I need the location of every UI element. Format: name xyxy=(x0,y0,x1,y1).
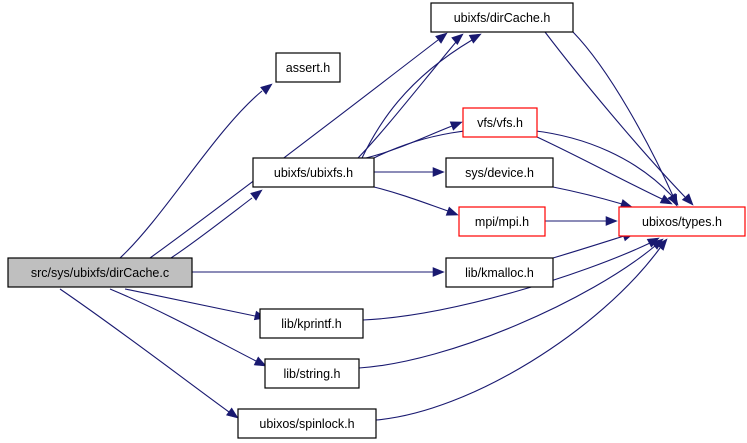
edge-ubixfs_h-to-sys_device_h xyxy=(374,167,445,177)
node-string_h[interactable]: lib/string.h xyxy=(264,358,360,389)
node-sys_device_h[interactable]: sys/device.h xyxy=(445,157,554,188)
edge-string_h-to-types_h xyxy=(358,238,664,369)
edge-line xyxy=(59,288,230,413)
node-assert_h[interactable]: assert.h xyxy=(275,52,341,83)
node-dircache_h[interactable]: ubixfs/dirCache.h xyxy=(430,2,574,33)
node-box[interactable] xyxy=(237,408,377,439)
arrow-head-icon xyxy=(659,194,673,205)
arrow-head-icon xyxy=(253,356,267,367)
arrow-head-icon xyxy=(656,238,668,251)
edge-dircache_c-to-kmalloc_h xyxy=(192,267,445,277)
edge-dircache_c-to-assert_h xyxy=(119,83,273,259)
edge-line xyxy=(109,288,257,362)
node-label: ubixfs/dirCache.h xyxy=(454,11,551,25)
arrow-head-icon xyxy=(432,167,445,177)
edge-line xyxy=(361,39,473,159)
arrow-head-icon xyxy=(435,32,448,44)
edge-dircache_c-to-string_h xyxy=(109,288,267,367)
arrow-head-icon xyxy=(432,267,445,277)
edge-dircache_h-to-types_h xyxy=(544,31,694,206)
edge-dircache_c-to-dircache_h xyxy=(149,32,448,259)
node-box[interactable] xyxy=(445,257,554,288)
arrow-head-icon xyxy=(260,83,273,95)
arrow-head-icon xyxy=(468,33,482,44)
node-dircache_c[interactable]: src/sys/ubixfs/dirCache.c xyxy=(7,257,193,288)
edge-ubixfs_h-to-dircache_h xyxy=(361,33,482,159)
edge-line xyxy=(358,245,656,369)
edge-line xyxy=(536,136,663,200)
edge-ubixfs_h-to-dircache_h xyxy=(357,33,464,159)
node-label: ubixos/spinlock.h xyxy=(259,417,354,431)
arrow-head-icon xyxy=(445,206,459,216)
edge-dircache_c-to-spinlock_h xyxy=(59,288,239,419)
arrow-head-icon xyxy=(226,407,239,419)
node-box[interactable] xyxy=(252,157,375,188)
node-label: src/sys/ubixfs/dirCache.c xyxy=(31,266,169,280)
arrow-head-icon xyxy=(250,189,263,201)
node-vfs_vfs_h[interactable]: vfs/vfs.h xyxy=(462,107,538,138)
node-kprintf_h[interactable]: lib/kprintf.h xyxy=(259,308,364,339)
arrow-head-icon xyxy=(605,216,618,226)
edge-spinlock_h-to-types_h xyxy=(375,238,668,421)
edge-line xyxy=(552,235,625,259)
node-label: vfs/vfs.h xyxy=(477,116,523,130)
edge-line xyxy=(552,186,623,205)
arrow-head-icon xyxy=(667,192,679,206)
node-label: ubixos/types.h xyxy=(642,215,722,229)
edge-line xyxy=(544,31,686,198)
node-label: ubixfs/ubixfs.h xyxy=(274,166,353,180)
node-box[interactable] xyxy=(445,157,554,188)
arrow-head-icon xyxy=(451,33,464,45)
node-box[interactable] xyxy=(462,107,538,138)
edge-line xyxy=(365,125,453,159)
edge-line xyxy=(149,39,439,259)
node-box[interactable] xyxy=(430,2,574,33)
edge-line xyxy=(375,247,661,421)
edges-layer xyxy=(59,31,694,421)
node-spinlock_h[interactable]: ubixos/spinlock.h xyxy=(237,408,377,439)
node-mpi_mpi_h[interactable]: mpi/mpi.h xyxy=(458,206,546,237)
arrow-head-icon xyxy=(449,121,463,131)
edge-line xyxy=(357,41,457,159)
node-box[interactable] xyxy=(275,52,341,83)
node-label: lib/kmalloc.h xyxy=(465,266,534,280)
node-label: lib/string.h xyxy=(284,367,341,381)
node-types_h[interactable]: ubixos/types.h xyxy=(618,206,746,237)
node-box[interactable] xyxy=(618,206,746,237)
node-label: lib/kprintf.h xyxy=(281,317,341,331)
edge-line xyxy=(572,31,674,197)
node-box[interactable] xyxy=(458,206,546,237)
node-label: mpi/mpi.h xyxy=(475,215,529,229)
node-label: assert.h xyxy=(286,61,331,75)
edge-line xyxy=(373,186,449,212)
edge-mpi_mpi_h-to-types_h xyxy=(545,216,618,226)
node-box[interactable] xyxy=(259,308,364,339)
node-ubixfs_h[interactable]: ubixfs/ubixfs.h xyxy=(252,157,375,188)
nodes-layer: ubixfs/dirCache.h assert.h vfs/vfs.h ubixfs… xyxy=(7,2,746,439)
node-kmalloc_h[interactable]: lib/kmalloc.h xyxy=(445,257,554,288)
edge-line xyxy=(362,242,651,321)
edge-vfs_vfs_h-to-types_h xyxy=(536,136,673,205)
edge-line xyxy=(124,288,256,317)
edge-line xyxy=(119,90,263,259)
edge-ubixfs_h-to-mpi_mpi_h xyxy=(373,186,459,216)
node-box[interactable] xyxy=(7,257,193,288)
arrow-head-icon xyxy=(681,193,694,206)
node-label: sys/device.h xyxy=(465,166,534,180)
node-box[interactable] xyxy=(264,358,360,389)
